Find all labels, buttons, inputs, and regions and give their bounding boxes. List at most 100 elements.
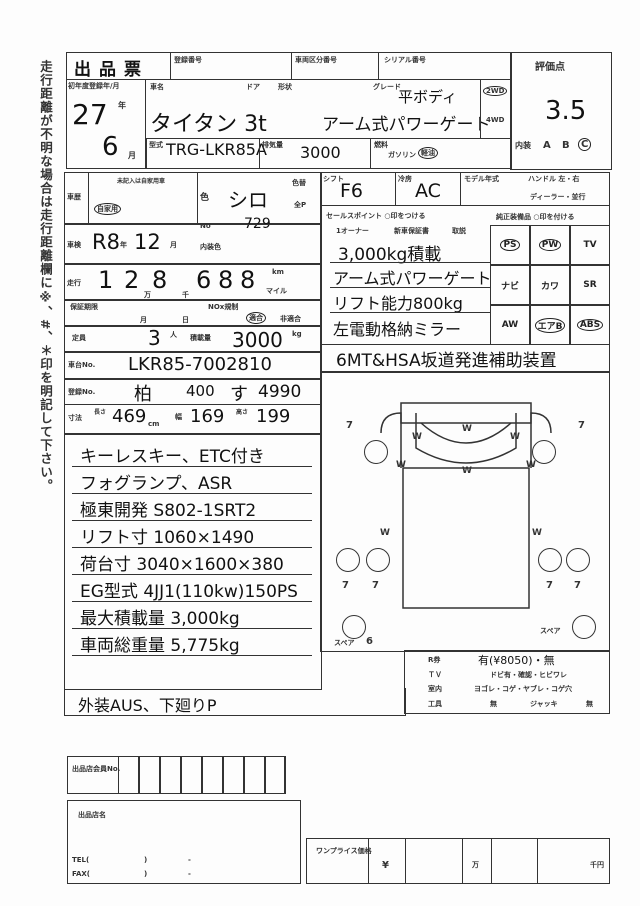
field-label: シリアル番号 bbox=[384, 56, 426, 64]
damage-mark: W bbox=[396, 460, 406, 470]
interior-cond-label: 室内 bbox=[428, 685, 442, 693]
fuel-gasoline: ガソリン bbox=[388, 151, 416, 159]
sales-option: 1オーナー bbox=[336, 227, 369, 235]
equipment-item: SR bbox=[570, 265, 610, 305]
rule bbox=[330, 262, 490, 263]
fuel-diesel-circled: 軽油 bbox=[418, 147, 438, 159]
damage-mark: W bbox=[532, 528, 542, 538]
rule bbox=[72, 547, 312, 548]
displacement-box bbox=[259, 138, 371, 169]
rule bbox=[72, 628, 312, 629]
extra-line: 6MT&HSA坂道発進補助装置 bbox=[336, 351, 557, 371]
mileage-digit: 8 bbox=[240, 266, 256, 294]
car-grade: 平ボディ bbox=[398, 88, 457, 106]
equipment-label: 純正装備品 ○印を付ける bbox=[496, 213, 575, 221]
car-name-label: 車名 bbox=[150, 83, 164, 91]
note-line: キーレスキー、ETC付き bbox=[80, 447, 265, 467]
member-no-cell bbox=[181, 756, 202, 794]
mileage-digit: 6 bbox=[196, 266, 212, 294]
model-label: 型式 bbox=[149, 141, 163, 149]
fax-label: FAX( bbox=[72, 870, 90, 878]
member-no-label: 出品店会員No. bbox=[72, 765, 121, 773]
sales-option: 新車保証書 bbox=[394, 227, 429, 235]
model-value: TRG-LKR85A bbox=[166, 140, 267, 159]
shop-label: 出品店名 bbox=[78, 811, 106, 819]
exterior-row bbox=[64, 688, 406, 716]
tv-label: ＴＶ bbox=[428, 671, 442, 679]
shift-row bbox=[320, 172, 610, 206]
shop-box bbox=[67, 800, 301, 884]
height-value: 199 bbox=[256, 406, 291, 427]
ac-label: 冷房 bbox=[398, 175, 412, 183]
tire-mark: 7 bbox=[574, 580, 581, 591]
usage-label: 車歴 bbox=[67, 193, 81, 201]
drive-4wd: 4WD bbox=[486, 116, 505, 124]
width-value: 169 bbox=[190, 406, 225, 427]
inspection-label: 車検 bbox=[67, 241, 81, 249]
month-value: 6 bbox=[102, 132, 119, 162]
equipment-item: AW bbox=[490, 305, 530, 345]
recycle-label: R券 bbox=[428, 656, 441, 664]
sen-unit: 千 bbox=[182, 291, 189, 299]
note-line: 荷台寸 3040×1600×380 bbox=[80, 555, 284, 575]
note-line: リフト寸 1060×1490 bbox=[80, 528, 255, 548]
note-line: 車両総重量 5,775kg bbox=[80, 636, 240, 656]
year-box bbox=[66, 79, 146, 169]
door-label: ドア bbox=[246, 83, 260, 91]
sen-yen-unit: 千円 bbox=[590, 861, 604, 869]
price-cell bbox=[368, 838, 406, 884]
plate-row bbox=[64, 379, 322, 405]
member-no-cell bbox=[223, 756, 244, 794]
model-year-label: モデル年式 bbox=[464, 175, 499, 183]
chassis-label: 車台No. bbox=[68, 361, 96, 369]
warranty-label: 保証期限 bbox=[70, 303, 98, 311]
grade-value: 3.5 bbox=[545, 96, 587, 126]
price-cell bbox=[537, 838, 610, 884]
car-grade-label: グレード bbox=[373, 83, 401, 91]
shift-label: シフト bbox=[323, 175, 344, 183]
displacement-value: 3000 bbox=[300, 143, 341, 162]
exterior-condition: 外装AUS、下廻りP bbox=[78, 696, 217, 715]
warranty-row bbox=[64, 300, 322, 326]
equipment-item: TV bbox=[570, 225, 610, 265]
recycle-table bbox=[404, 650, 610, 714]
ac-value: AC bbox=[415, 180, 441, 202]
mileage-digit: 8 bbox=[152, 266, 168, 294]
year-label: 初年度登録年/月 bbox=[68, 82, 120, 90]
load-unit: kg bbox=[292, 330, 302, 338]
nox-label: NOx規制 bbox=[208, 303, 239, 311]
length-label: 長さ bbox=[94, 409, 107, 416]
warranty-month: 月 bbox=[140, 316, 147, 324]
plate-kana: す bbox=[230, 384, 248, 405]
side-note: 走行距離が不明な場合は走行距離欄に※、#、＊印を明記して下さい。 bbox=[38, 60, 53, 493]
damage-mark: W bbox=[462, 424, 472, 434]
car-note: アーム式パワーゲート bbox=[322, 115, 491, 135]
price-label: ワンプライス価格 bbox=[316, 847, 372, 855]
inspection-year-unit: 年 bbox=[120, 241, 127, 249]
equipment-label: TV bbox=[583, 240, 597, 250]
rule bbox=[72, 466, 312, 467]
color-no-label: No bbox=[200, 222, 211, 230]
rule bbox=[72, 574, 312, 575]
note-line: EG型式 4JJ1(110kw)150PS bbox=[80, 582, 298, 602]
drive-2wd-circled: 2WD bbox=[483, 86, 508, 96]
plate-region: 柏 bbox=[134, 384, 152, 405]
mileage-digit: 2 bbox=[124, 266, 140, 294]
plate-class: 400 bbox=[186, 382, 215, 400]
price-cell bbox=[462, 838, 492, 884]
interior-color-label: 内装色 bbox=[200, 243, 221, 251]
tools-option: 無 bbox=[586, 700, 593, 708]
tv-value: ドビ有・確認・ヒビワレ bbox=[490, 671, 567, 679]
grade-label: 評価点 bbox=[535, 62, 565, 73]
dealer-label: ディーラー・並行 bbox=[530, 193, 586, 201]
ac-cell bbox=[395, 172, 461, 206]
color-label: 色 bbox=[200, 193, 210, 203]
spare-label-side: スペア bbox=[540, 627, 561, 635]
damage-mark: W bbox=[462, 466, 472, 476]
member-no-cell bbox=[265, 756, 286, 794]
member-no-cell bbox=[244, 756, 265, 794]
mileage-label: 走行 bbox=[67, 279, 81, 287]
inspection-month-unit: 月 bbox=[170, 241, 177, 249]
tools-label: 工具 bbox=[428, 700, 442, 708]
equipment-item: カワ bbox=[530, 265, 570, 305]
